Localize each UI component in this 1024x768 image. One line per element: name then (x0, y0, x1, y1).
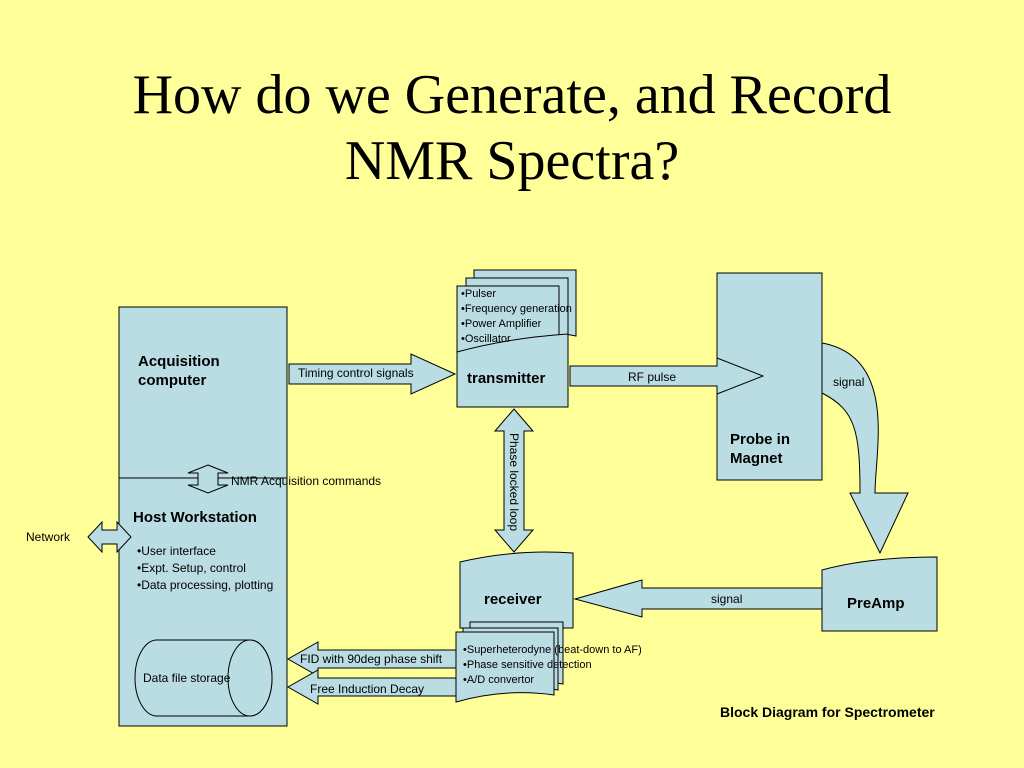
receiver-box (459, 551, 574, 629)
nmr-acq-arrow (187, 464, 229, 494)
data-storage-cylinder-end (227, 639, 273, 717)
nmr-acq-label: NMR Acquisition commands (231, 474, 382, 488)
title-line-1: How do we Generate, and Record (132, 64, 892, 126)
acquisition-label-line-2: computer (138, 372, 207, 389)
network-arrow (87, 520, 132, 554)
preamp-signal-label: signal (711, 592, 743, 606)
transmitter-label: transmitter (467, 370, 546, 387)
receiver-label: receiver (484, 591, 542, 608)
transmitter-item: •Oscillator (461, 333, 511, 345)
host-item: •User interface (137, 544, 216, 558)
fid-arrow (286, 669, 457, 705)
fid90-label: FID with 90deg phase shift (300, 652, 443, 666)
probe-label: Probe in Magnet (730, 430, 790, 468)
receiver-item: •Phase sensitive detection (463, 659, 592, 671)
host-list: •User interface •Expt. Setup, control •D… (137, 543, 273, 594)
title-line-2: NMR Spectra? (344, 130, 680, 192)
network-label: Network (26, 530, 71, 544)
transmitter-list: •Pulser •Frequency generation •Power Amp… (461, 287, 572, 347)
phase-lock-label: Phase locked loop (507, 432, 521, 532)
timing-arrow (288, 353, 457, 395)
acquisition-label: Acquisition computer (138, 352, 220, 390)
probe-signal-label: signal (833, 375, 865, 389)
acquisition-label-line-1: Acquisition (138, 353, 220, 370)
timing-label: Timing control signals (298, 366, 414, 380)
preamp-label: PreAmp (847, 595, 905, 612)
transmitter-item: •Pulser (461, 288, 497, 300)
slide-title: How do we Generate, and Record NMR Spect… (0, 62, 1024, 194)
transmitter-item: •Power Amplifier (461, 318, 542, 330)
receiver-list: •Superheterodyne (beat-down to AF) •Phas… (463, 643, 642, 688)
host-title: Host Workstation (133, 509, 257, 526)
diagram-caption: Block Diagram for Spectrometer (720, 704, 935, 720)
phase-lock-arrow (493, 408, 535, 553)
preamp-box (821, 556, 938, 632)
host-item: •Data processing, plotting (137, 578, 274, 592)
fid-label: Free Induction Decay (310, 682, 425, 696)
transmitter-item: •Frequency generation (461, 303, 572, 315)
probe-signal-arrow (821, 342, 909, 555)
probe-label-line-2: Magnet (730, 450, 783, 467)
storage-label: Data file storage (143, 671, 231, 685)
receiver-item: •A/D convertor (463, 674, 535, 686)
fid90-arrow (286, 641, 457, 677)
receiver-card-front (455, 631, 555, 703)
receiver-item: •Superheterodyne (beat-down to AF) (463, 644, 642, 656)
transmitter-box (456, 333, 569, 408)
rf-pulse-arrow (569, 357, 765, 395)
probe-label-line-1: Probe in (730, 431, 791, 448)
preamp-signal-arrow (573, 579, 823, 618)
host-item: •Expt. Setup, control (137, 561, 246, 575)
rf-pulse-label: RF pulse (628, 370, 677, 384)
